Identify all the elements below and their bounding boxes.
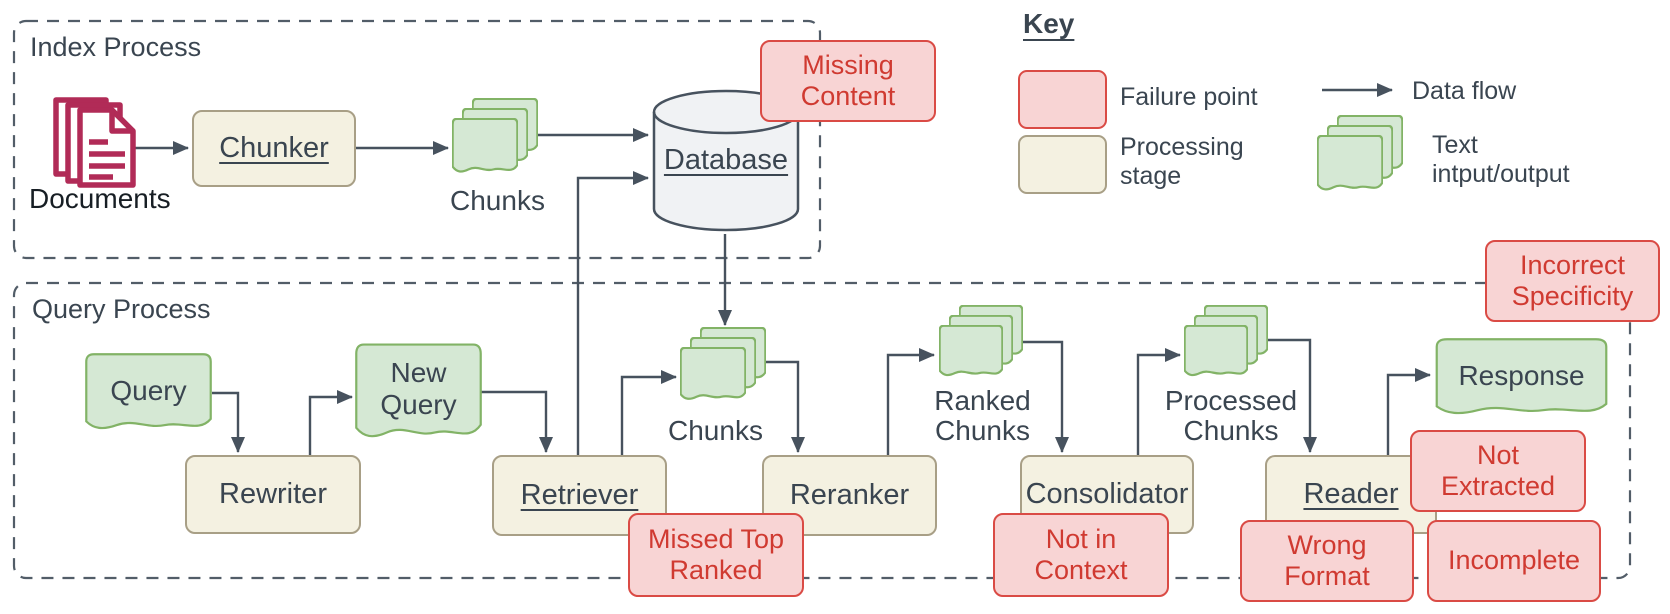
documents-icon xyxy=(53,97,136,188)
failure-missing-content: Missing Content xyxy=(760,40,936,122)
query-chunks-stack-icon xyxy=(680,327,766,407)
failure-missing-content-label: Missing Content xyxy=(800,49,896,111)
key-data-flow-label: Data flow xyxy=(1412,77,1517,105)
failure-missed-top-ranked: Missed Top Ranked xyxy=(628,513,804,597)
failure-wrong-format: Wrong Format xyxy=(1240,520,1414,602)
failure-incorrect-specificity: Incorrect Specificity xyxy=(1485,240,1660,322)
query-process-title: Query Process xyxy=(32,294,211,324)
index-chunks-label: Chunks xyxy=(450,185,545,216)
failure-incorrect-specificity-label: Incorrect Specificity xyxy=(1511,249,1634,311)
failure-incomplete: Incomplete xyxy=(1427,520,1601,602)
key-text-io-stack-icon xyxy=(1317,115,1403,198)
processed-chunks-label: Processed Chunks xyxy=(1164,385,1298,447)
connector-processed-chunks-reader xyxy=(1258,338,1317,453)
connector-query-rewriter xyxy=(212,391,245,453)
chunker-label[interactable]: Chunker xyxy=(219,132,329,164)
index-process-title: Index Process xyxy=(30,32,202,62)
connector-retriever-query-chunks xyxy=(620,370,677,456)
query-chunks-label: Chunks xyxy=(668,415,763,446)
key-text-io-label: Text intput/output xyxy=(1432,131,1570,188)
failure-not-in-context: Not in Context xyxy=(993,513,1169,597)
rewriter-label: Rewriter xyxy=(219,478,327,510)
consolidator-label: Consolidator xyxy=(1025,478,1189,510)
failure-not-extracted-label: Not Extracted xyxy=(1440,439,1556,501)
response-label: Response xyxy=(1458,360,1585,392)
query-label: Query xyxy=(110,375,187,407)
response-doc: Response xyxy=(1435,338,1608,425)
database-label-wrap[interactable]: Database xyxy=(652,144,800,177)
failure-missed-top-ranked-label: Missed Top Ranked xyxy=(647,523,785,585)
database-label[interactable]: Database xyxy=(663,144,789,176)
failure-not-extracted: Not Extracted xyxy=(1410,430,1586,512)
connector-reranker-ranked-chunks xyxy=(886,348,935,456)
ranked-chunks-label: Ranked Chunks xyxy=(934,385,1031,447)
processed-chunks-stack-icon xyxy=(1184,305,1268,383)
index-chunks-stack-icon xyxy=(452,98,538,180)
key-processing-stage-label: Processing stage xyxy=(1120,133,1244,190)
key-processing-stage-swatch xyxy=(1018,135,1107,194)
connector-consolidator-processed-chunks xyxy=(1136,348,1181,456)
connector-new-query-retriever xyxy=(478,390,553,453)
reranker-label: Reranker xyxy=(789,479,910,511)
new-query-doc: New Query xyxy=(355,343,482,451)
key-title: Key xyxy=(1023,8,1075,39)
new-query-label: New Query xyxy=(380,356,457,420)
reader-label[interactable]: Reader xyxy=(1303,478,1399,510)
failure-not-in-context-label: Not in Context xyxy=(1034,523,1128,585)
connector-retriever-database xyxy=(576,171,649,456)
query-process-container xyxy=(12,281,1632,580)
connector-ranked-chunks-consolidator xyxy=(1018,340,1069,453)
ranked-chunks-stack-icon xyxy=(939,305,1023,383)
connector-rewriter-new-query xyxy=(308,390,353,456)
rewriter-stage: Rewriter xyxy=(185,455,361,534)
failure-incomplete-label: Incomplete xyxy=(1447,545,1581,576)
documents-label: Documents xyxy=(29,183,171,214)
chunker-stage[interactable]: Chunker xyxy=(192,110,356,187)
query-doc: Query xyxy=(85,353,212,440)
connector-reader-response xyxy=(1386,368,1431,456)
index-process-container xyxy=(12,19,822,260)
key-failure-point-swatch xyxy=(1018,70,1107,129)
key-failure-point-label: Failure point xyxy=(1120,83,1258,111)
failure-wrong-format-label: Wrong Format xyxy=(1284,529,1370,591)
retriever-label[interactable]: Retriever xyxy=(520,479,639,511)
connector-query-chunks-reranker xyxy=(756,360,805,453)
